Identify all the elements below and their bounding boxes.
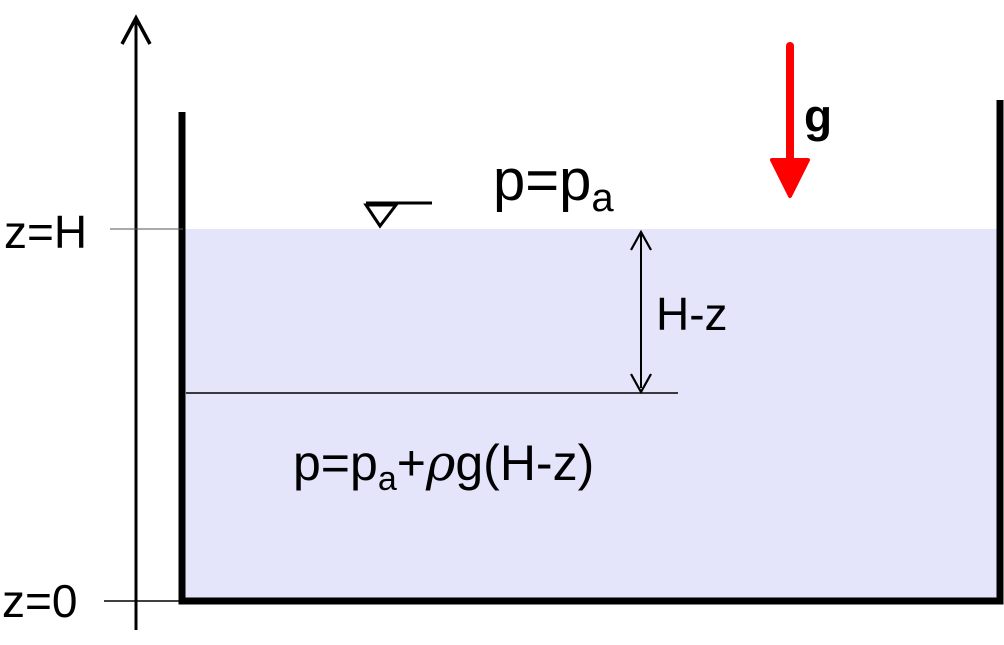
surface-pressure-label: p=pa	[493, 148, 614, 220]
surface-p: p	[493, 148, 525, 213]
z-axis-arrowhead-icon	[120, 14, 152, 45]
z-0-label: z=0	[2, 575, 77, 627]
depth-subscript: a	[378, 460, 397, 498]
gravity-label: g	[804, 90, 832, 142]
surface-eq: =p	[525, 148, 591, 213]
depth-arrow-top-icon	[630, 229, 652, 251]
surface-subscript: a	[591, 176, 614, 220]
depth-plus: +	[397, 435, 426, 491]
depth-rest: g(H-z)	[455, 435, 594, 491]
tank-outline	[178, 100, 1004, 605]
z-h-label: z=H	[4, 206, 87, 258]
depth-label: H-z	[656, 288, 728, 340]
depth-pressure-label: p=pa+ρg(H-z)	[293, 434, 594, 498]
depth-rho: ρ	[425, 434, 456, 492]
depth-p: p=p	[293, 435, 378, 491]
gravity-arrow-icon	[770, 42, 810, 198]
water-region	[183, 229, 1000, 599]
depth-arrow-bottom-icon	[630, 373, 652, 395]
free-surface-triangle-icon	[363, 201, 432, 229]
